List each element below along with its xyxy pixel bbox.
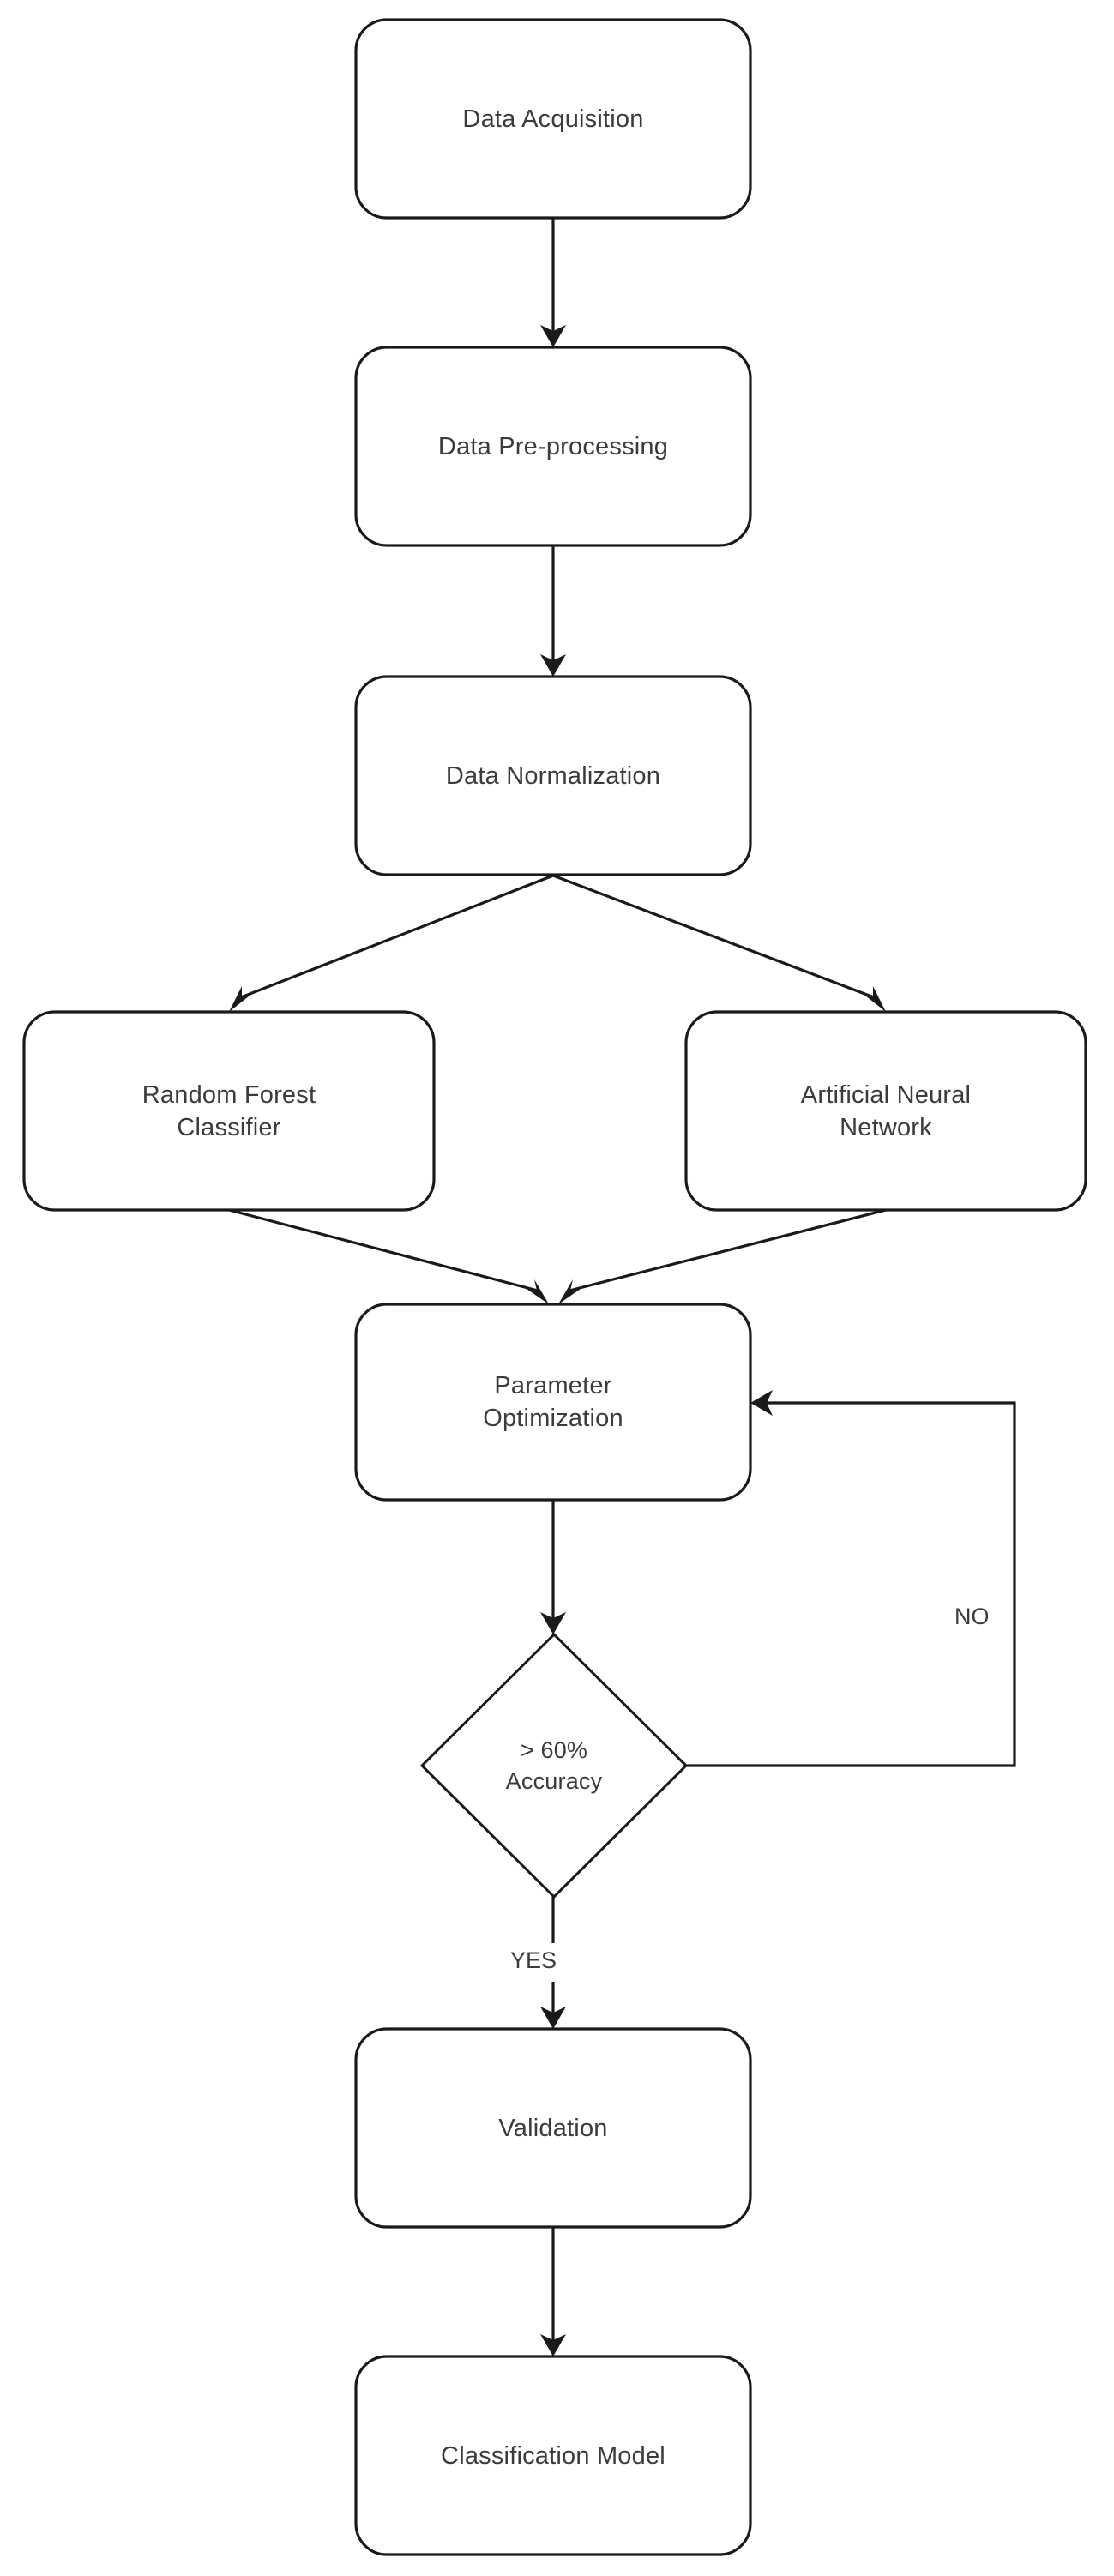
edge-random-forest-to-parameter-optimization bbox=[228, 1208, 549, 1304]
edge-data-acquisition-to-data-preprocessing bbox=[540, 218, 566, 347]
node-random-forest-classifier[interactable] bbox=[22, 1010, 436, 1212]
edge-data-preprocessing-to-data-normalization bbox=[540, 545, 566, 677]
edge-decision-yes-to-validation bbox=[540, 1897, 566, 2029]
node-data-normalization[interactable] bbox=[354, 675, 752, 876]
node-data-acquisition[interactable] bbox=[354, 18, 752, 220]
edge-validation-to-classification-model bbox=[540, 2227, 566, 2356]
edge-decision-no-loop-to-parameter-optimization bbox=[686, 1390, 1016, 1767]
edge-label-no: NO bbox=[954, 1604, 990, 1629]
edge-data-normalization-to-neural-network bbox=[552, 874, 886, 1012]
node-accuracy-decision[interactable] bbox=[419, 1632, 689, 1899]
node-data-preprocessing[interactable] bbox=[354, 346, 752, 547]
edge-data-normalization-to-random-forest bbox=[229, 874, 554, 1012]
edge-neural-network-to-parameter-optimization bbox=[558, 1208, 887, 1304]
edge-label-yes: YES bbox=[510, 1947, 557, 1973]
node-classification-model[interactable] bbox=[354, 2355, 752, 2556]
edge-parameter-optimization-to-decision bbox=[540, 1500, 566, 1634]
node-parameter-optimization[interactable] bbox=[354, 1303, 752, 1502]
node-artificial-neural-network[interactable] bbox=[684, 1010, 1087, 1212]
node-validation[interactable] bbox=[354, 2027, 752, 2229]
